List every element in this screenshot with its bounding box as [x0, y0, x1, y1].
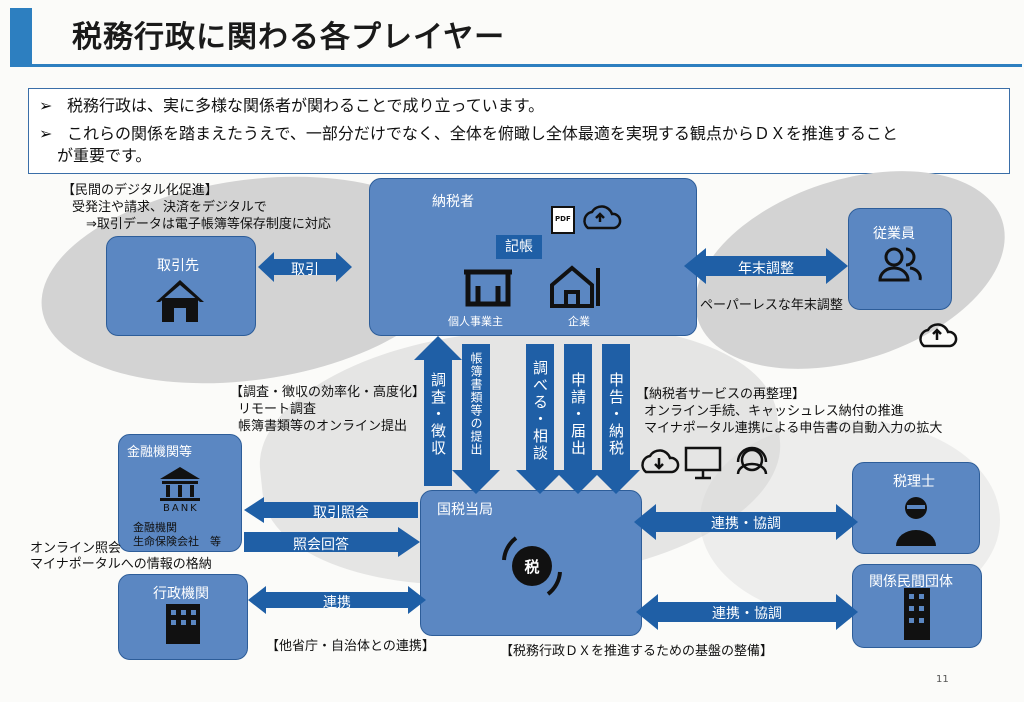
renkei-arrow-label: 連携 [323, 595, 351, 611]
office-building-icon [904, 588, 930, 640]
admin-label: 行政機関 [153, 586, 209, 602]
bank-label: BANK [163, 503, 199, 514]
cloud-upload-icon [919, 323, 958, 348]
admin-box: 行政機関 [118, 574, 248, 660]
summary-box: ➢ 税務行政は、実に多様な関係者が関わることで成り立っています。 ➢ これらの関係を… [28, 88, 1010, 174]
title-underline [10, 64, 1022, 67]
online-note-1: オンライン照会 [30, 541, 122, 556]
chosa-note-title: 【調査・徴収の効率化・高度化】 [230, 385, 426, 400]
paperless-note: ペーパーレスな年末調整 [700, 298, 843, 313]
pdf-icon [551, 206, 575, 234]
shinsei-arrow-label: 申請・届出 [569, 372, 587, 457]
nta-label: 国税当局 [437, 502, 493, 518]
summary-line-2b: が重要です。 [57, 146, 152, 165]
taxpayer-label: 納税者 [432, 194, 474, 210]
cloud-upload-icon [583, 205, 622, 230]
corporate-label: 企業 [568, 315, 590, 328]
tax-advisor-icon [896, 497, 936, 546]
nenmatsu-arrow [684, 248, 848, 284]
office-building-icon [166, 604, 200, 644]
other-agencies-note: 【他省庁・自治体との連携】 [266, 639, 435, 654]
pdf-label: PDF [555, 215, 571, 223]
shokai-arrow [244, 497, 418, 523]
digital-note-title: 【民間のデジタル化促進】 [62, 183, 218, 198]
house-icon [156, 280, 204, 322]
finance-sub-label-1: 金融機関 [133, 521, 177, 534]
finance-sub-label-2: 生命保険会社 等 [133, 535, 221, 548]
teishutsu-arrow [452, 344, 500, 494]
title-accent-bar [10, 8, 32, 64]
page-title: 税務行政に関わる各プレイヤー [72, 20, 506, 55]
monitor-icon [684, 446, 722, 480]
renkei-kyocho-arrow-1 [634, 504, 858, 540]
chosa-arrow-label: 調査・徴収 [429, 372, 447, 457]
summary-bullet-2: ➢ これらの関係を踏まえたうえで、一部分だけでなく、全体を俯瞰し全体最適を実現する… [39, 123, 898, 145]
kaito-arrow-label: 照会回答 [293, 537, 349, 553]
shinsei-arrow [554, 344, 602, 494]
finance-label: 金融機関等 [127, 445, 193, 460]
service-note-1: オンライン手続、キャッシュレス納付の推進 [644, 404, 904, 419]
teishutsu-arrow-label: 帳簿書類等の提出 [469, 352, 483, 456]
chosa-note-2: 帳簿書類等のオンライン提出 [238, 419, 408, 434]
chosa-note-1: リモート調査 [238, 402, 317, 417]
renkei-kyocho-1-label: 連携・協調 [711, 516, 781, 532]
support-headset-icon [736, 446, 768, 475]
shokai-arrow-label: 取引照会 [313, 505, 369, 521]
service-note-2: マイナポータル連携による申告書の自動入力の拡大 [644, 421, 943, 436]
partner-label: 取引先 [157, 258, 199, 274]
renkei-arrow [248, 586, 426, 614]
shinkoku-arrow-label: 申告・納税 [607, 372, 625, 457]
cloud-download-icon [641, 449, 680, 474]
foundation-note: 【税務行政ＤＸを推進するための基盤の整備】 [500, 644, 774, 659]
tax-emblem-icon [502, 536, 562, 596]
shop-icon [464, 269, 512, 307]
kaito-arrow [244, 527, 420, 557]
service-note-title: 【納税者サービスの再整理】 [636, 387, 806, 402]
digital-note-1: 受発注や請求、決済をデジタルで [72, 200, 267, 215]
people-icon [878, 247, 922, 282]
employee-box: 従業員 [848, 208, 952, 310]
zeirishi-label: 税理士 [893, 474, 935, 490]
building-icon [550, 265, 600, 308]
page-number: 11 [936, 674, 949, 685]
bank-icon [160, 467, 200, 501]
chosa-arrow [414, 336, 462, 486]
employee-label: 従業員 [873, 226, 915, 242]
renkei-kyocho-arrow-2 [636, 594, 858, 630]
online-note-2: マイナポータルへの情報の格納 [30, 557, 212, 572]
groups-label: 関係民間団体 [869, 574, 953, 590]
summary-bullet-1: ➢ 税務行政は、実に多様な関係者が関わることで成り立っています。 [39, 95, 544, 117]
torihiki-arrow [258, 252, 352, 282]
bullet-marker-icon: ➢ [39, 124, 53, 143]
taxpayer-box: 納税者 記帳 個人事業主 企業 [369, 178, 697, 336]
shirabe-arrow [516, 344, 564, 494]
torihiki-arrow-label: 取引 [291, 262, 319, 278]
renkei-kyocho-2-label: 連携・協調 [712, 606, 782, 622]
nenmatsu-arrow-label: 年末調整 [738, 261, 794, 277]
summary-line-1: 税務行政は、実に多様な関係者が関わることで成り立っています。 [67, 96, 545, 115]
shinkoku-arrow [592, 344, 640, 494]
summary-line-2a: これらの関係を踏まえたうえで、一部分だけでなく、全体を俯瞰し全体最適を実現する観… [67, 124, 898, 143]
individual-label: 個人事業主 [448, 315, 503, 328]
shirabe-arrow-label: 調べる・相談 [531, 360, 549, 462]
bullet-marker-icon: ➢ [39, 96, 53, 115]
tax-emblem-label: 税 [524, 558, 540, 576]
kicho-label: 記帳 [496, 235, 542, 259]
digital-note-2: ⇒取引データは電子帳簿等保存制度に対応 [86, 217, 331, 232]
